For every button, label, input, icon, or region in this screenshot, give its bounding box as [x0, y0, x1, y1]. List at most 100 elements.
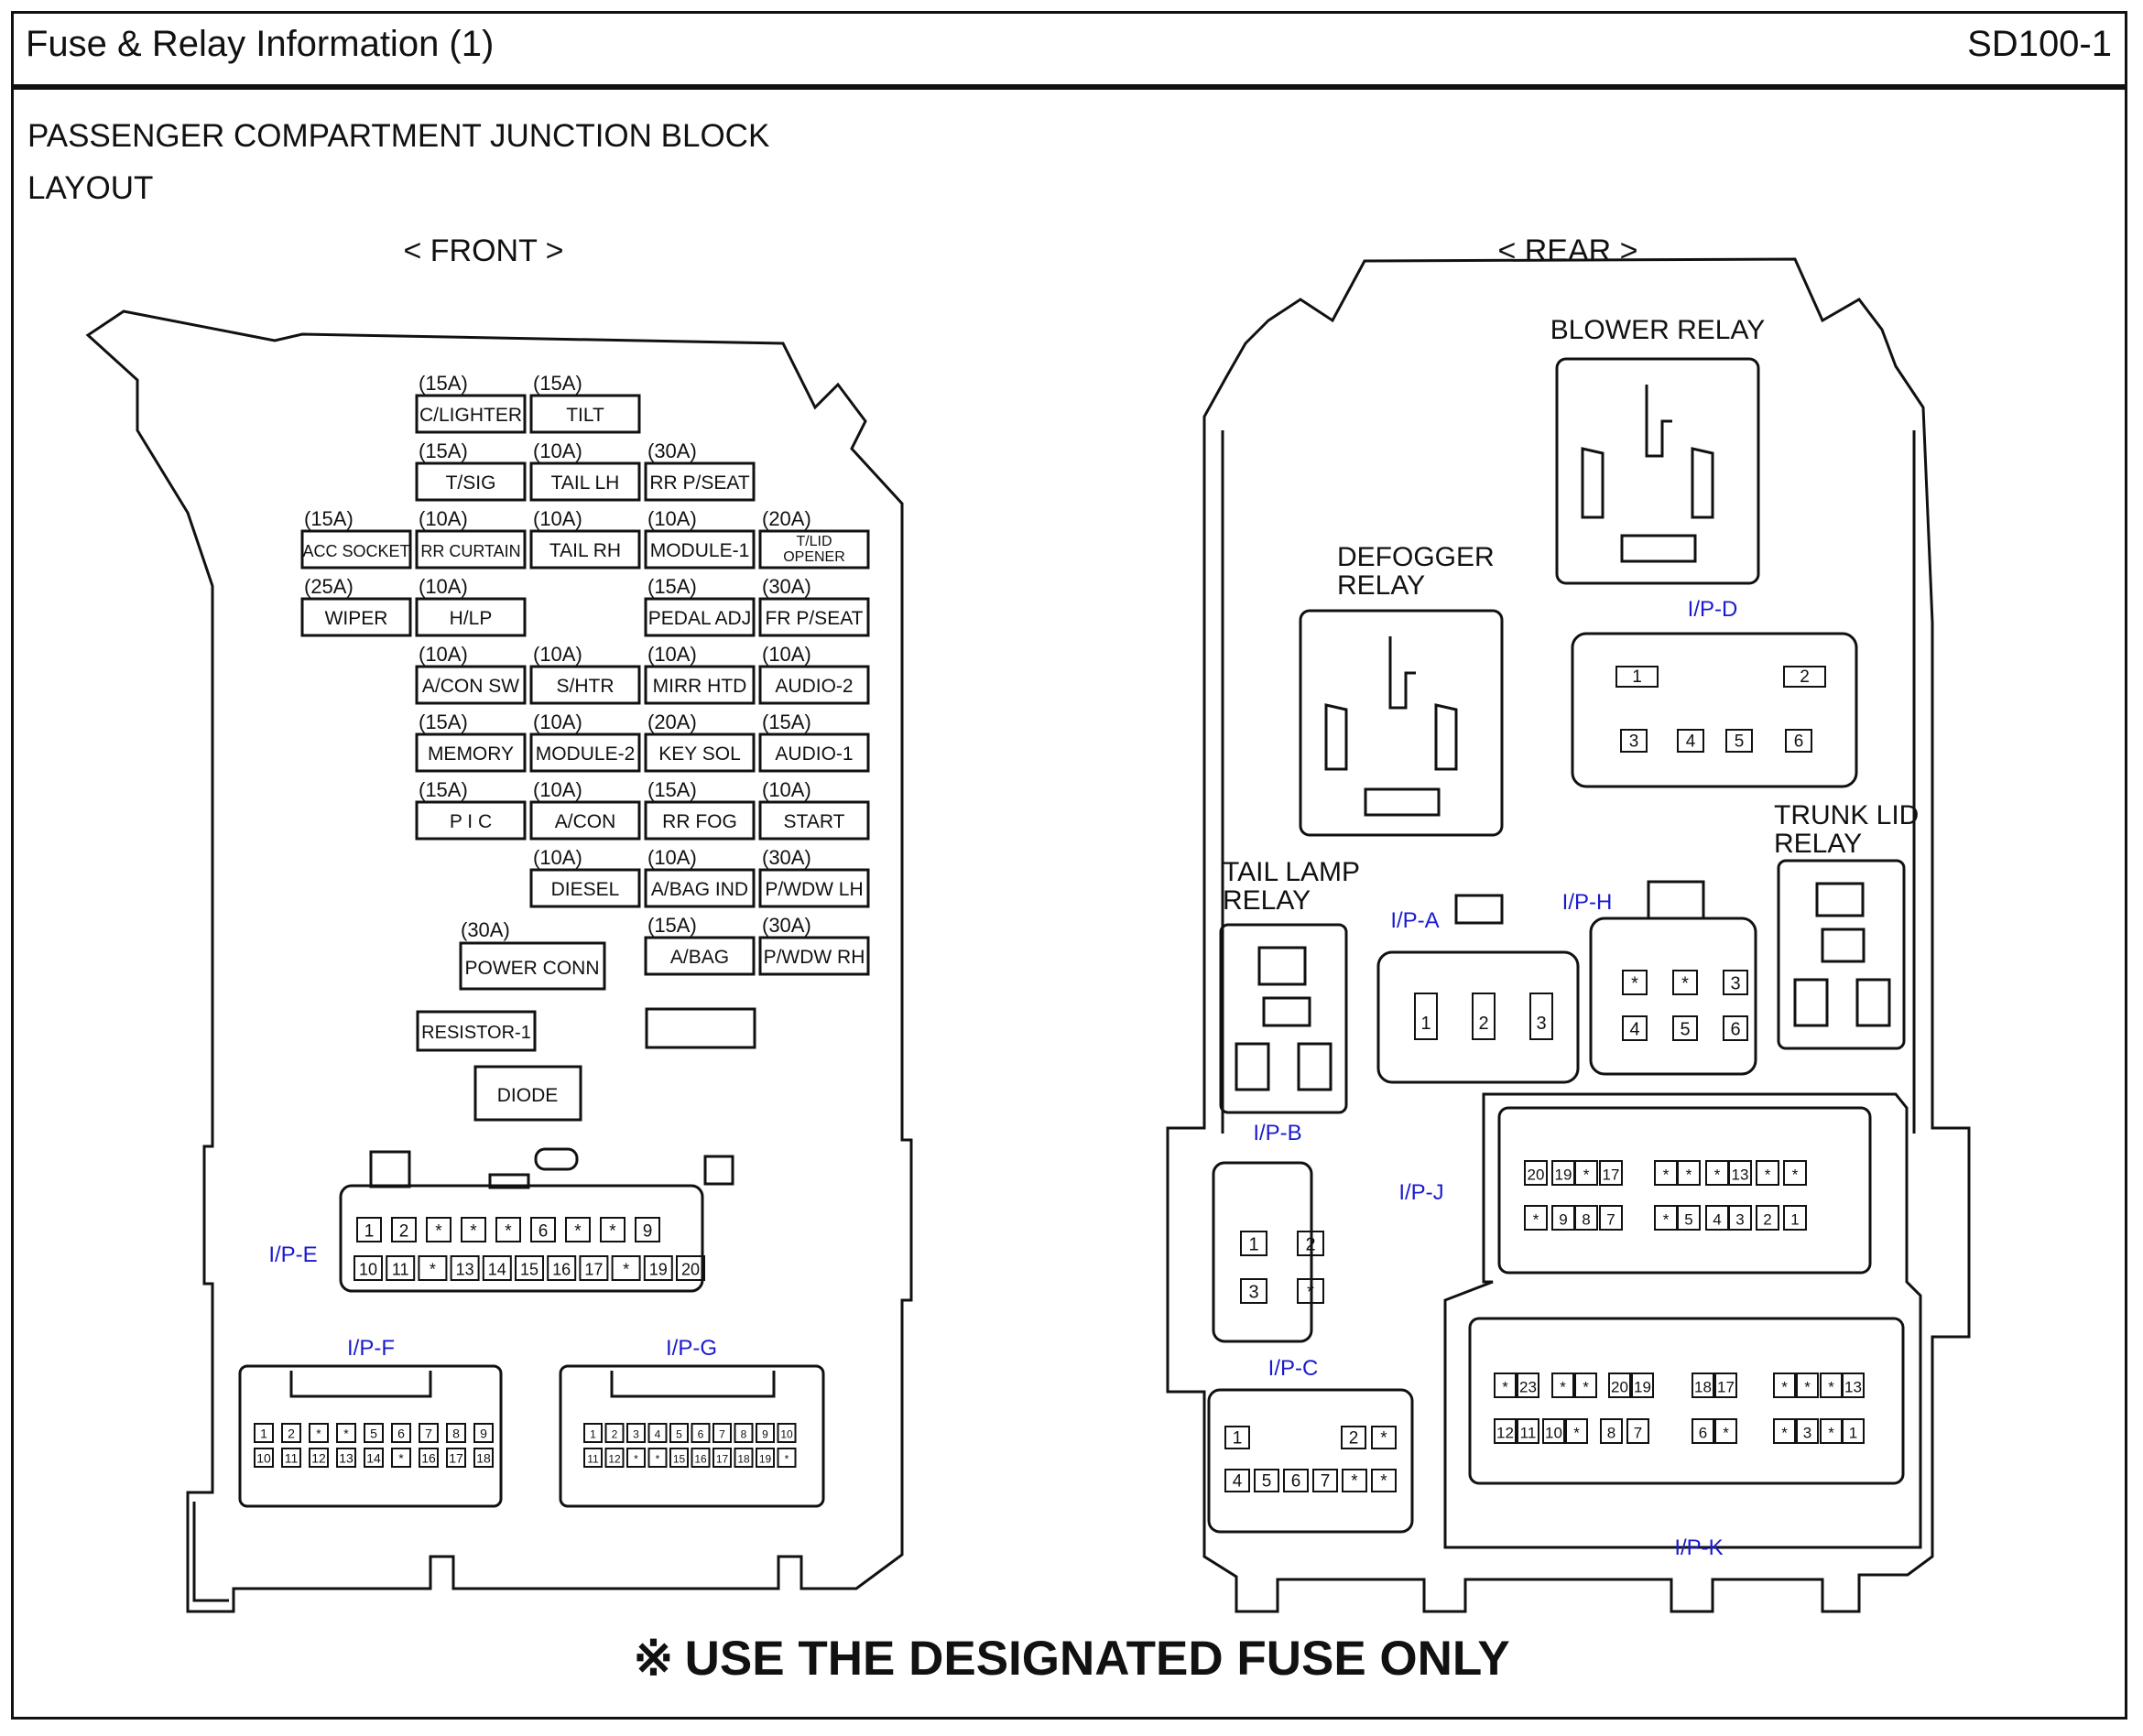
- connector-pin-label: *: [1380, 1472, 1387, 1492]
- blower-relay-terminals: [1581, 385, 1714, 563]
- connector-pin: [419, 1423, 439, 1443]
- connector-pin-label: 9: [762, 1428, 768, 1441]
- connector-pin: [604, 1448, 625, 1468]
- connector-id: I/P-E: [268, 1242, 317, 1267]
- connector-pin: [777, 1423, 797, 1443]
- connector-pin-label: 12: [1496, 1424, 1514, 1441]
- connector-pin: [281, 1448, 301, 1468]
- spare-fuse-slot: [645, 1007, 756, 1049]
- connector-id: I/P-H: [1562, 890, 1613, 915]
- fuse-slot: [758, 732, 870, 773]
- connector-pin-label: 19: [1555, 1166, 1572, 1183]
- fuse-slot: [415, 529, 527, 570]
- fuse-rating: (15A): [533, 372, 582, 395]
- fuse-rating: (25A): [304, 575, 354, 598]
- connector-pin: [1723, 970, 1748, 995]
- relay-label: TAIL LAMP: [1223, 857, 1360, 887]
- connector-pin-label: 4: [1686, 732, 1696, 752]
- connector-pin: [1773, 1418, 1796, 1444]
- connector-pin-label: 17: [1717, 1378, 1735, 1395]
- connector-pin-label: 8: [741, 1428, 747, 1441]
- connector-pin: [1240, 1231, 1267, 1256]
- fuse-slot: [644, 732, 756, 773]
- fuse-label: RR P/SEAT: [649, 472, 749, 494]
- connector-pin: [626, 1423, 646, 1443]
- connector-pin-label: *: [634, 1453, 638, 1466]
- fuse-slot: [758, 529, 870, 570]
- ip-g-top-ridge: [610, 1371, 776, 1398]
- connector-pin: [734, 1448, 754, 1468]
- ip-a-housing: [1376, 950, 1580, 1084]
- connector-pin-label: 2: [1305, 1234, 1315, 1254]
- connector-pin-label: 13: [1732, 1166, 1749, 1183]
- trunk-lid-relay-terminals: [1793, 882, 1891, 1027]
- connector-pin-label: 11: [285, 1451, 299, 1466]
- ip-d-housing: [1571, 632, 1858, 788]
- connector-pin-label: 10: [256, 1451, 271, 1466]
- fuse-slot: [415, 597, 527, 637]
- connector-pin-label: 16: [694, 1453, 707, 1466]
- connector-pin: [604, 1423, 625, 1443]
- connector-pin-label: *: [1781, 1378, 1788, 1395]
- blower-relay-box: [1555, 357, 1760, 585]
- connector-id: I/P-F: [347, 1336, 395, 1361]
- connector-pin: [1714, 1418, 1737, 1444]
- connector-pin-label: *: [1792, 1166, 1799, 1183]
- connector-pin: [1312, 1469, 1338, 1492]
- connector-pin-label: 1: [364, 1221, 375, 1241]
- connector-pin: [1783, 666, 1826, 688]
- fuse-slot: [758, 597, 870, 637]
- connector-pin-label: 14: [488, 1260, 506, 1278]
- front-small-slot: [534, 1147, 579, 1171]
- connector-pin: [1517, 1418, 1539, 1444]
- fuse-rating: (10A): [419, 507, 468, 530]
- connector-pin-label: 1: [1233, 1429, 1243, 1448]
- connector-pin: [1692, 1418, 1714, 1444]
- connector-pin: [579, 1255, 609, 1281]
- connector-pin: [1224, 1426, 1250, 1449]
- ip-k-housing: [1468, 1317, 1905, 1485]
- fuse-label: DIESEL: [551, 879, 620, 900]
- fuse-label: ACC SOCKET: [302, 542, 409, 560]
- connector-pin-label: *: [656, 1453, 660, 1466]
- fuse-slot: [529, 529, 641, 570]
- connector-pin: [391, 1448, 411, 1468]
- fuse-label: MODULE-1: [650, 540, 750, 561]
- connector-pin-label: *: [609, 1221, 616, 1241]
- connector-pin-label: *: [1663, 1210, 1670, 1228]
- connector-pin: [309, 1423, 329, 1443]
- fuse-label: WIPER: [325, 608, 388, 629]
- fuse-label: A/CON SW: [422, 676, 519, 697]
- connector-pin: [1224, 1469, 1250, 1492]
- header-bar: [11, 11, 2127, 90]
- connector-pin: [418, 1255, 448, 1281]
- connector-pin-label: 15: [520, 1260, 538, 1278]
- connector-pin-label: 1: [1248, 1234, 1258, 1254]
- fuse-rating: (30A): [762, 575, 811, 598]
- fuse-rating: (10A): [647, 643, 697, 666]
- connector-pin-label: 16: [421, 1451, 436, 1466]
- connector-pin: [281, 1423, 301, 1443]
- connector-pin: [1756, 1160, 1779, 1186]
- connector-pin-label: 3: [1803, 1424, 1811, 1441]
- connector-pin: [473, 1448, 494, 1468]
- connector-pin: [391, 1423, 411, 1443]
- connector-id: I/P-J: [1398, 1180, 1443, 1205]
- connector-pin: [309, 1448, 329, 1468]
- connector-pin: [461, 1217, 486, 1242]
- relay-label: DEFOGGER: [1337, 542, 1495, 572]
- connector-pin-label: 17: [1603, 1166, 1620, 1183]
- trunk-lid-relay-box: [1777, 859, 1906, 1050]
- connector-pin-label: *: [1573, 1424, 1580, 1441]
- connector-pin: [1599, 1160, 1623, 1186]
- fuse-slot: [644, 936, 756, 976]
- connector-pin: [1472, 993, 1496, 1040]
- connector-pin: [1842, 1418, 1865, 1444]
- connector-pin-label: 10: [359, 1260, 377, 1278]
- ip-c-housing: [1207, 1388, 1414, 1534]
- connector-pin-label: 4: [655, 1428, 661, 1441]
- fuse-rating: (10A): [533, 507, 582, 530]
- fuse-rating: (15A): [647, 914, 697, 937]
- fuse-label: P/WDW RH: [764, 947, 865, 968]
